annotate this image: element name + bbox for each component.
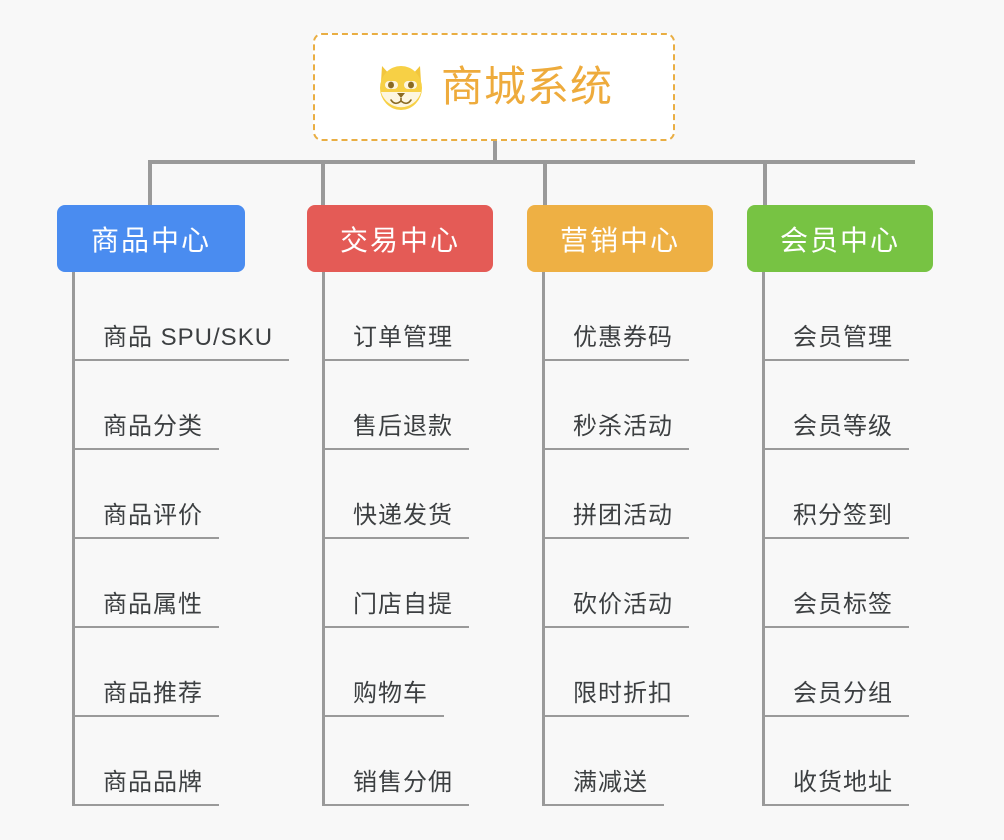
list-item[interactable]: 砍价活动: [545, 539, 749, 628]
list-item[interactable]: 优惠券码: [545, 272, 749, 361]
list-item[interactable]: 门店自提: [325, 539, 529, 628]
connector-stem: [493, 141, 497, 163]
leaf-label: 收货地址: [765, 771, 909, 806]
list-item[interactable]: 会员管理: [765, 272, 969, 361]
connector-drop-1: [148, 160, 152, 207]
list-item[interactable]: 购物车: [325, 628, 529, 717]
category-header-trade[interactable]: 交易中心: [307, 205, 493, 272]
leaf-label: 会员标签: [765, 593, 909, 628]
list-item[interactable]: 订单管理: [325, 272, 529, 361]
leaf-label: 商品 SPU/SKU: [75, 326, 290, 361]
list-item[interactable]: 商品分类: [75, 361, 307, 450]
category-header-label: 会员中心: [779, 224, 900, 256]
leaf-list-trade: 订单管理 售后退款 快递发货 门店自提 购物车 销售分佣: [322, 272, 529, 806]
list-item[interactable]: 收货地址: [765, 717, 969, 806]
leaf-label: 订单管理: [325, 326, 469, 361]
leaf-list-marketing: 优惠券码 秒杀活动 拼团活动 砍价活动 限时折扣 满减送: [542, 272, 749, 806]
leaf-label: 售后退款: [325, 415, 469, 450]
category-header-marketing[interactable]: 营销中心: [527, 205, 713, 272]
leaf-label: 销售分佣: [325, 771, 469, 806]
connector-bus: [148, 160, 915, 164]
list-item[interactable]: 限时折扣: [545, 628, 749, 717]
connector-drop-4: [763, 160, 767, 207]
list-item[interactable]: 商品评价: [75, 450, 307, 539]
category-column-product: 商品中心 商品 SPU/SKU 商品分类 商品评价 商品属性 商品推荐 商品品牌: [57, 205, 307, 806]
leaf-label: 商品属性: [75, 593, 219, 628]
connector-drop-2: [321, 160, 325, 207]
leaf-label: 积分签到: [765, 504, 909, 539]
leaf-list-product: 商品 SPU/SKU 商品分类 商品评价 商品属性 商品推荐 商品品牌: [72, 272, 307, 806]
leaf-label: 商品评价: [75, 504, 219, 539]
list-item[interactable]: 快递发货: [325, 450, 529, 539]
leaf-label: 商品品牌: [75, 771, 219, 806]
leaf-label: 门店自提: [325, 593, 469, 628]
root-node[interactable]: 商城系统: [313, 33, 675, 141]
leaf-label: 限时折扣: [545, 682, 689, 717]
list-item[interactable]: 售后退款: [325, 361, 529, 450]
leaf-label: 购物车: [325, 682, 444, 717]
category-header-label: 交易中心: [339, 224, 460, 256]
leaf-label: 会员管理: [765, 326, 909, 361]
category-column-trade: 交易中心 订单管理 售后退款 快递发货 门店自提 购物车 销售分佣: [307, 205, 529, 806]
category-header-label: 营销中心: [559, 224, 680, 256]
leaf-label: 秒杀活动: [545, 415, 689, 450]
list-item[interactable]: 会员等级: [765, 361, 969, 450]
connector-drop-3: [543, 160, 547, 207]
leaf-label: 砍价活动: [545, 593, 689, 628]
category-header-member[interactable]: 会员中心: [747, 205, 933, 272]
leaf-label: 会员分组: [765, 682, 909, 717]
list-item[interactable]: 满减送: [545, 717, 749, 806]
list-item[interactable]: 会员标签: [765, 539, 969, 628]
list-item[interactable]: 商品推荐: [75, 628, 307, 717]
leaf-label: 优惠券码: [545, 326, 689, 361]
category-header-product[interactable]: 商品中心: [57, 205, 245, 272]
dog-face-icon: [375, 62, 427, 112]
leaf-label: 拼团活动: [545, 504, 689, 539]
list-item[interactable]: 会员分组: [765, 628, 969, 717]
leaf-label: 会员等级: [765, 415, 909, 450]
list-item[interactable]: 商品品牌: [75, 717, 307, 806]
category-header-label: 商品中心: [90, 224, 211, 256]
list-item[interactable]: 秒杀活动: [545, 361, 749, 450]
leaf-label: 商品分类: [75, 415, 219, 450]
root-title: 商城系统: [440, 63, 613, 110]
leaf-label: 快递发货: [325, 504, 469, 539]
list-item[interactable]: 商品属性: [75, 539, 307, 628]
list-item[interactable]: 拼团活动: [545, 450, 749, 539]
leaf-list-member: 会员管理 会员等级 积分签到 会员标签 会员分组 收货地址: [762, 272, 969, 806]
leaf-label: 满减送: [545, 771, 664, 806]
category-column-member: 会员中心 会员管理 会员等级 积分签到 会员标签 会员分组 收货地址: [747, 205, 969, 806]
list-item[interactable]: 积分签到: [765, 450, 969, 539]
list-item[interactable]: 商品 SPU/SKU: [75, 272, 307, 361]
category-column-marketing: 营销中心 优惠券码 秒杀活动 拼团活动 砍价活动 限时折扣 满减送: [527, 205, 749, 806]
list-item[interactable]: 销售分佣: [325, 717, 529, 806]
leaf-label: 商品推荐: [75, 682, 219, 717]
